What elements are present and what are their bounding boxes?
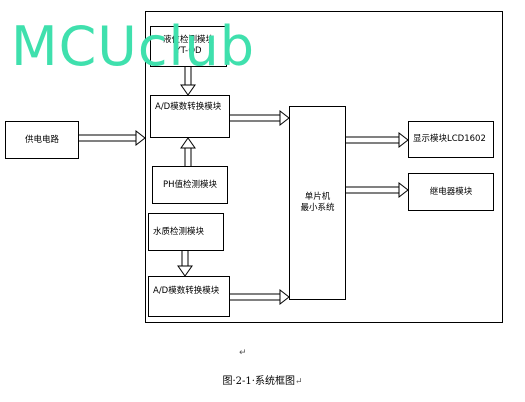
water-quality-block: 水质检测模块 xyxy=(148,213,224,251)
relay-block: 继电器模块 xyxy=(408,173,494,211)
arrow-ph-to-ad1 xyxy=(180,137,196,166)
power-supply-label: 供电电路 xyxy=(24,134,59,145)
figure-caption: 图·2-1·系统框图↵ xyxy=(0,372,525,387)
ad-converter-label-1: A/D模数转换模块 xyxy=(155,102,222,112)
power-supply-block: 供电电路 xyxy=(5,121,79,159)
mcu-label: 单片机 xyxy=(304,192,331,202)
caption-paragraph-mark: ↵ xyxy=(294,377,303,387)
paragraph-mark: ↵ xyxy=(239,348,247,358)
arrow-ad2-to-mcu xyxy=(230,288,290,306)
ph-sensor-label: PH值检测模块 xyxy=(162,179,218,190)
relay-label: 继电器模块 xyxy=(429,186,473,197)
ph-sensor-block: PH值检测模块 xyxy=(152,166,228,204)
level-sensor-block: 液位检测模块 YT-OD xyxy=(150,26,227,67)
mcu-block: 单片机 最小系统 xyxy=(289,106,346,300)
mcuclub-watermark: MCUclub xyxy=(11,15,256,78)
arrow-mcu-to-display xyxy=(346,131,409,149)
arrow-level-to-ad1 xyxy=(180,67,196,96)
mcu-sublabel: 最小系统 xyxy=(300,203,335,213)
arrow-mcu-to-relay xyxy=(346,181,409,199)
display-block: 显示模块LCD1602 xyxy=(408,121,494,158)
system-frame xyxy=(145,11,503,323)
arrow-ad1-to-mcu xyxy=(230,109,290,127)
ad-converter-block-1: A/D模数转换模块 xyxy=(150,95,230,138)
arrow-water-to-ad2 xyxy=(177,251,193,277)
ad-converter-label-2: A/D模数转换模块 xyxy=(153,286,220,296)
figure-caption-text: 图·2-1·系统框图 xyxy=(222,376,295,387)
display-label: 显示模块LCD1602 xyxy=(413,134,486,144)
water-quality-label: 水质检测模块 xyxy=(153,226,205,237)
ad-converter-block-2: A/D模数转换模块 xyxy=(148,276,230,317)
level-sensor-model: YT-OD xyxy=(175,46,202,56)
arrow-power-to-system xyxy=(79,129,146,147)
level-sensor-label: 液位检测模块 xyxy=(162,35,214,45)
